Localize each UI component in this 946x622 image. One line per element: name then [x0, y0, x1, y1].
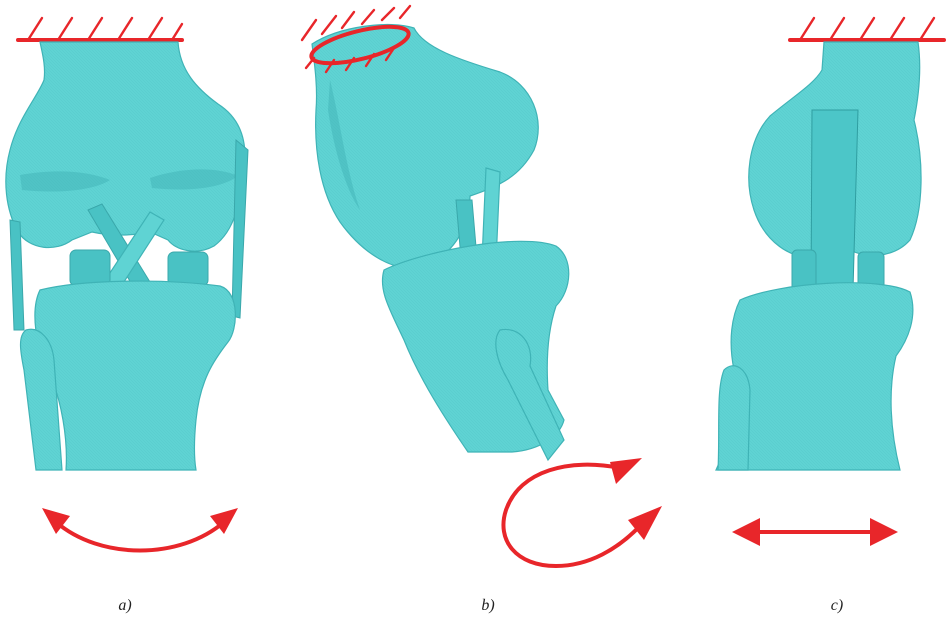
tibia-a: [35, 281, 235, 470]
horizontal-double-arrow-icon: [732, 518, 898, 546]
curved-double-arrow-icon: [42, 508, 238, 551]
fixed-support-icon-c: [790, 18, 944, 40]
rotation-arrow-icon: [503, 458, 662, 566]
panel-label-c: c): [831, 597, 843, 615]
panel-b: [302, 6, 662, 566]
panel-label-b: b): [481, 597, 494, 615]
panel-c: [716, 18, 944, 546]
panel-label-a: a): [118, 597, 131, 615]
femur-a: [6, 42, 245, 251]
panel-a: [6, 18, 248, 551]
fixed-support-icon-a: [18, 18, 182, 40]
